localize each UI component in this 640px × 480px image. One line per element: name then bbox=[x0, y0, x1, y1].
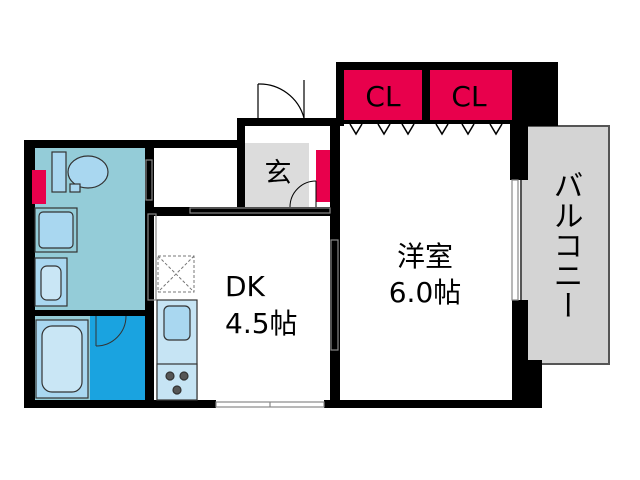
walls bbox=[24, 62, 558, 408]
shoe-closet bbox=[316, 150, 330, 202]
balcony-label: バルコニー bbox=[548, 170, 583, 320]
closet-right-label: CL bbox=[451, 80, 487, 113]
wall-cabinet bbox=[32, 170, 46, 204]
washer-pan bbox=[34, 207, 78, 253]
western-room-size: 6.0帖 bbox=[389, 276, 462, 309]
kitchen-counter bbox=[156, 299, 198, 401]
bathtub bbox=[35, 319, 89, 399]
closet-door-marks bbox=[349, 123, 503, 136]
toilet bbox=[51, 151, 109, 193]
dk-name: DK bbox=[225, 270, 266, 303]
closet-right: CL bbox=[430, 70, 512, 120]
closet-left: CL bbox=[344, 70, 422, 120]
fridge-space bbox=[157, 255, 195, 293]
balcony bbox=[520, 125, 610, 365]
bath-door bbox=[95, 315, 127, 347]
wash-basin bbox=[34, 257, 68, 307]
entrance-door bbox=[257, 80, 305, 119]
closet-rail bbox=[344, 120, 512, 124]
closet-divider bbox=[422, 70, 430, 120]
closet-left-label: CL bbox=[365, 80, 401, 113]
western-room-name: 洋室 bbox=[397, 240, 453, 273]
entrance-label: 玄 bbox=[265, 158, 292, 189]
inner-door bbox=[289, 180, 317, 208]
entrance-floor bbox=[245, 143, 309, 207]
dk-size: 4.5帖 bbox=[225, 307, 298, 340]
sliding-doors bbox=[145, 159, 519, 408]
